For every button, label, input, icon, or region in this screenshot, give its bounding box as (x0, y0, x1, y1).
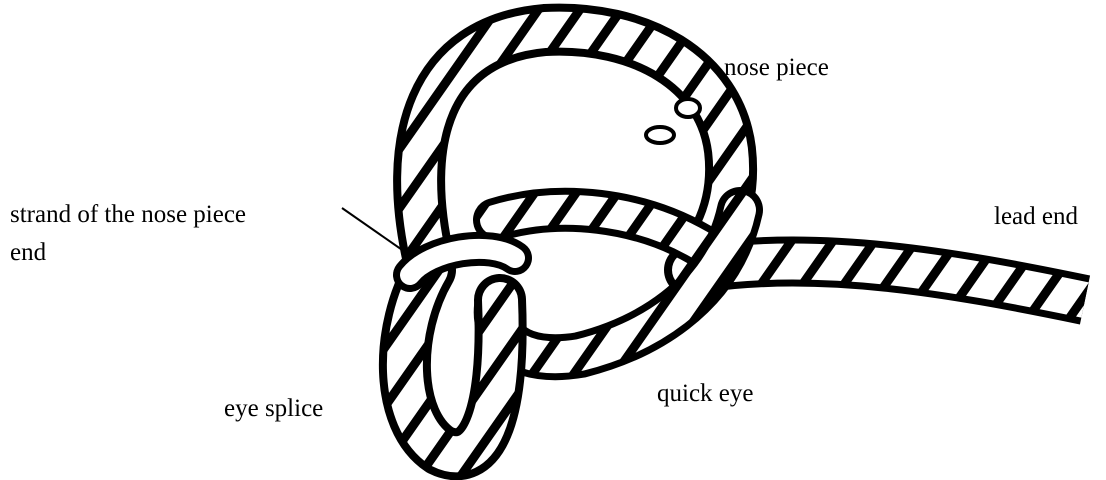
label-lead-end: lead end (994, 202, 1078, 232)
label-quick-eye: quick eye (657, 379, 753, 409)
nose-piece-end-strand (410, 249, 515, 275)
label-strand-line1: strand of the nose piece (10, 200, 246, 230)
label-eye-splice: eye splice (224, 394, 323, 424)
label-strand-line2: end (10, 238, 46, 268)
label-nose-piece: nose piece (724, 53, 829, 83)
lead-end-rope (700, 261, 1085, 300)
crossing-strand (495, 210, 700, 245)
eye-splice-loop (405, 270, 501, 454)
